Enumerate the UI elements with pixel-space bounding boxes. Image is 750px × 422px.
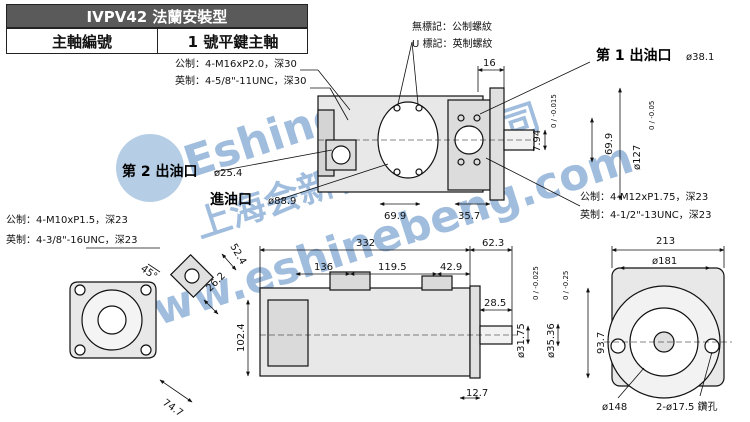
outlet1-label: 第 1 出油口 — [596, 47, 672, 64]
outlet1-port — [454, 125, 484, 155]
side-view-rear-section — [267, 299, 309, 367]
dim-42-9: 42.9 — [440, 262, 462, 273]
inlet-bolt-hole — [393, 104, 401, 112]
dim-74-7: 74.7 — [160, 397, 185, 419]
thread-top-metric: 公制：4-M16xP2.0，深30 — [175, 57, 297, 70]
front-view-dim-lines — [611, 246, 725, 399]
dim-148: ø148 — [602, 402, 627, 413]
dim-7-94-tol: 0 / -0.015 — [550, 94, 558, 128]
dim-69-9-v: 69.9 — [604, 133, 615, 155]
mounting-hole — [704, 338, 720, 354]
dim-31-75: ø31.75 — [516, 323, 527, 358]
dim-7-94: 7.94 — [532, 130, 543, 152]
dim-93-7: 93.7 — [596, 332, 607, 354]
dim-62-3: 62.3 — [482, 238, 504, 249]
outlet2-label: 第 2 出油口 — [122, 163, 198, 180]
dim-332: 332 — [356, 238, 375, 249]
top-view — [317, 87, 535, 201]
shaft-code-label: 主軸編號 — [51, 32, 112, 51]
dim-45-deg: 45° — [138, 263, 159, 282]
dim-213: 213 — [656, 236, 675, 247]
outlet1-bolt-hole — [473, 158, 481, 166]
dim-35-7: 35.7 — [458, 211, 480, 222]
outlet1-bolt-hole — [473, 114, 481, 122]
left-end-bolt-hole — [140, 344, 152, 356]
header-divider — [157, 29, 158, 53]
inlet-dim: ø88.9 — [268, 196, 296, 207]
left-view-dim-lines — [86, 247, 237, 403]
legend-unmarked: 無標記：公制螺紋 — [412, 20, 492, 33]
outlet2-dim: ø25.4 — [214, 168, 242, 179]
thread-right-inch: 英制：4-1/2"-13UNC，深23 — [580, 208, 712, 221]
left-end-view — [69, 253, 215, 359]
side-view-outlet-flange — [421, 275, 453, 291]
dim-16: 16 — [483, 58, 496, 69]
left-end-bolt-hole — [74, 284, 86, 296]
outlet2-port — [331, 145, 351, 165]
dim-35-36: ø35.36 — [546, 323, 557, 358]
inlet-label: 進油口 — [210, 191, 252, 208]
dim-181: ø181 — [652, 256, 677, 267]
top-view-dim-lines — [379, 66, 622, 206]
inlet-bolt-hole — [415, 168, 423, 176]
left-end-bolt-hole — [74, 344, 86, 356]
outlet1-bolt-hole — [457, 114, 465, 122]
dim-119-5: 119.5 — [378, 262, 407, 273]
dim-69-9-h: 69.9 — [384, 211, 406, 222]
top-view-leaders — [213, 41, 591, 207]
dim-12-7: 12.7 — [466, 388, 488, 399]
watermark-logo-icon — [116, 134, 184, 202]
dim-102-4: 102.4 — [236, 323, 247, 352]
thread-top-inch: 英制：4-5/8"-11UNC，深30 — [175, 74, 307, 87]
side-view — [259, 271, 520, 379]
outlet1-bolt-hole — [457, 158, 465, 166]
thread-left-metric: 公制：4-M10xP1.5，深23 — [6, 213, 128, 226]
thread-left-inch: 英制：4-3/8"-16UNC，深23 — [6, 233, 138, 246]
shaft-code-row: 主軸編號 1 號平鍵主軸 — [6, 28, 308, 54]
left-end-bolt-hole — [140, 284, 152, 296]
dim-28-5: 28.5 — [484, 298, 506, 309]
left-end-bore — [97, 305, 127, 335]
mounting-holes-label: 2-ø17.5 鑽孔 — [656, 400, 718, 413]
dim-31-75-tol: 0 / -0.025 — [532, 266, 540, 300]
side-view-mount-flange — [469, 285, 481, 379]
mounting-hole — [610, 338, 626, 354]
outlet1-dim: ø38.1 — [686, 52, 714, 63]
inlet-bolt-hole — [415, 104, 423, 112]
side-view-inlet-flange — [329, 271, 371, 291]
shaft-code-value: 1 號平鍵主軸 — [187, 32, 279, 51]
dim-127-tol: 0 / -0.05 — [648, 101, 656, 130]
side-view-dim-lines — [246, 246, 590, 400]
top-view-mount-flange — [489, 87, 505, 201]
dim-127: ø127 — [632, 145, 643, 170]
drawing-title-text: IVPV42 法蘭安裝型 — [86, 7, 228, 26]
legend-u-mark: U 標記：英制螺紋 — [412, 37, 493, 50]
left-end-port-flange — [169, 253, 215, 299]
thread-right-metric: 公制：4-M12xP1.75，深23 — [580, 190, 708, 203]
dim-35-36-tol: 0 / -0.25 — [562, 271, 570, 300]
drawing-title: IVPV42 法蘭安裝型 — [6, 4, 308, 28]
inlet-bolt-hole — [393, 168, 401, 176]
front-view — [604, 267, 732, 399]
dim-136: 136 — [314, 262, 333, 273]
